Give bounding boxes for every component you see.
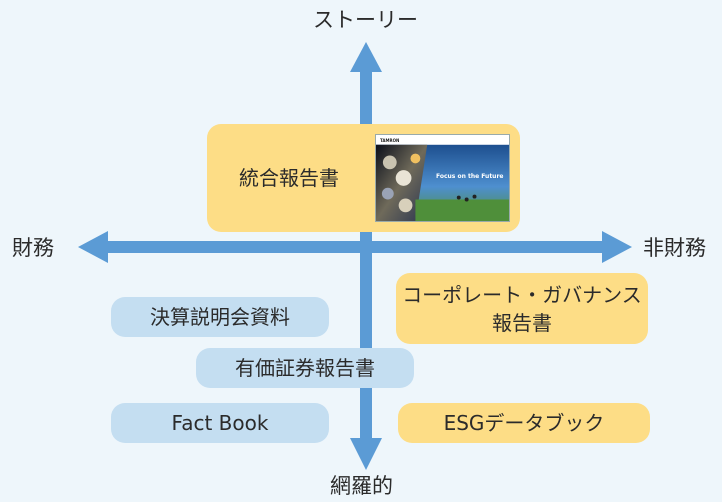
cover-corp-name: TAMRON <box>380 138 400 143</box>
axis-label-top: ストーリー <box>313 8 418 32</box>
governance-label-line2: 報告書 <box>492 310 552 335</box>
esg-databook-box: ESGデータブック <box>398 403 650 443</box>
fact-book-box: Fact Book <box>111 403 329 443</box>
results-briefing-label: 決算説明会資料 <box>150 305 290 329</box>
axis-label-left: 財務 <box>12 236 54 260</box>
governance-label-line1: コーポレート・ガバナンス <box>402 282 642 307</box>
arrow-down-icon <box>350 438 382 470</box>
governance-report-box: コーポレート・ガバナンス 報告書 <box>396 273 648 344</box>
esg-databook-label: ESGデータブック <box>443 411 605 435</box>
integrated-report-label: 統合報告書 <box>239 166 339 190</box>
securities-report-box: 有価証券報告書 <box>196 348 414 388</box>
fact-book-label: Fact Book <box>171 411 269 435</box>
arrow-right-icon <box>602 231 632 263</box>
cover-title: Focus on the Future <box>436 173 504 180</box>
axis-label-bottom: 網羅的 <box>330 474 393 498</box>
arrow-left-icon <box>78 231 108 263</box>
securities-report-label: 有価証券報告書 <box>235 356 375 380</box>
results-briefing-box: 決算説明会資料 <box>111 297 329 337</box>
arrow-up-icon <box>350 42 382 72</box>
axis-label-right: 非財務 <box>643 236 706 260</box>
report-cover-image: TAMRON Focus on the Future <box>375 134 510 222</box>
cover-artwork <box>376 135 509 221</box>
